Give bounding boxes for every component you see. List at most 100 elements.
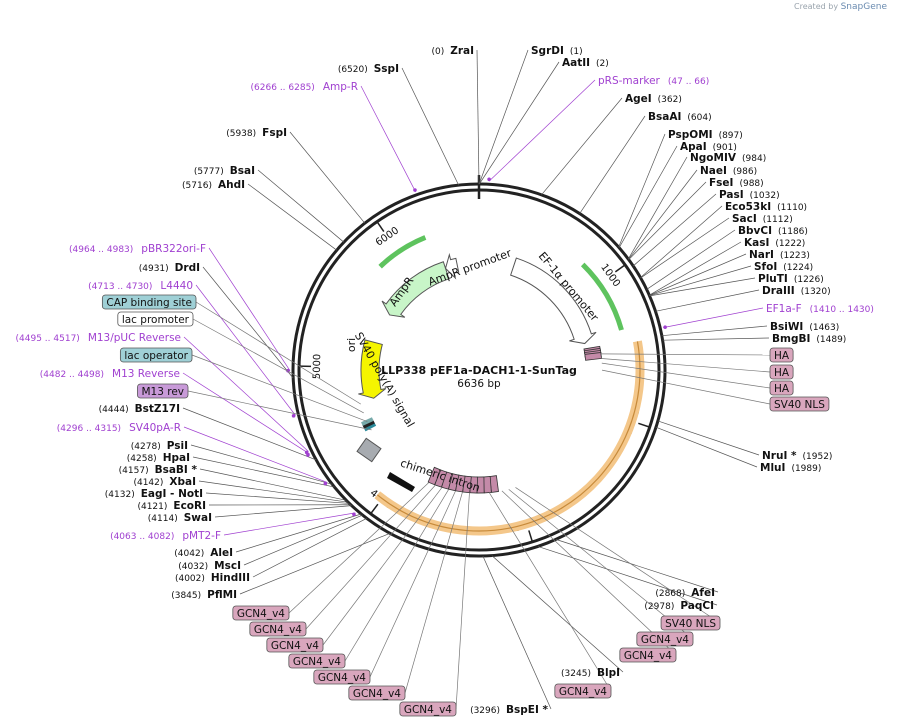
site-name: SfoI <box>754 261 777 273</box>
primer-pmt2-f[interactable]: pMT2-F(4063 .. 4082) <box>110 530 221 542</box>
site-bbvci[interactable]: BbvCI(1186) <box>738 225 808 237</box>
feature-box-m13-rev[interactable]: M13 rev <box>137 383 189 399</box>
site-fsei[interactable]: FseI(988) <box>709 177 764 189</box>
site-ecori[interactable]: EcoRI(4121) <box>137 500 206 512</box>
site-bmgbi[interactable]: BmgBI(1489) <box>772 333 846 345</box>
site-afei[interactable]: AfeI(2868) <box>655 587 715 599</box>
site-bsai[interactable]: BsaI(5777) <box>194 165 255 177</box>
leader-line <box>202 266 294 379</box>
site-ngomiv[interactable]: NgoMIV(984) <box>690 152 766 164</box>
site-pspomi[interactable]: PspOMI(897) <box>668 129 743 141</box>
site-drdi[interactable]: DrdI(4931) <box>139 262 200 274</box>
leader-line <box>508 489 694 640</box>
feature-box-ha[interactable]: HA <box>769 347 794 363</box>
primer-m13-reverse[interactable]: M13 Reverse(4482 .. 4498) <box>40 368 180 380</box>
feature-box-sv40-nls[interactable]: SV40 NLS <box>769 396 830 412</box>
feature-box-ha[interactable]: HA <box>769 380 794 396</box>
site-draiii[interactable]: DraIII(1320) <box>762 285 831 297</box>
ampr-promoter-arrow <box>444 252 460 280</box>
site-name: PsiI <box>167 440 188 452</box>
leader-line <box>662 337 770 341</box>
site-pluti[interactable]: PluTI(1226) <box>758 273 824 285</box>
feature-box-label: SV40 NLS <box>665 618 716 630</box>
site-mlui[interactable]: MluI(1989) <box>760 462 821 474</box>
site-sfoi[interactable]: SfoI(1224) <box>754 261 813 273</box>
feature-box-cap-binding-site[interactable]: CAP binding site <box>101 294 197 310</box>
feature-box-sv40-nls[interactable]: SV40 NLS <box>660 615 721 631</box>
site-sgrdi[interactable]: SgrDI(1) <box>531 45 583 57</box>
site-name: EcoRI <box>173 500 206 512</box>
site-name: DrdI <box>175 262 200 274</box>
feature-box-bg <box>117 311 194 327</box>
feature-box-gcn4-v4[interactable]: GCN4_v4 <box>288 653 346 669</box>
site-eagi-noti[interactable]: EagI - NotI(4132) <box>105 488 203 500</box>
leader-line <box>491 555 624 673</box>
site-apai[interactable]: ApaI(901) <box>680 141 737 153</box>
site-zrai[interactable]: ZraI(0) <box>431 45 474 57</box>
feature-box-gcn4-v4[interactable]: GCN4_v4 <box>554 683 612 699</box>
site-psii[interactable]: PsiI(4278) <box>131 440 188 452</box>
primer-mark <box>663 325 667 329</box>
feature-box-bg <box>119 347 193 363</box>
site-hindiii[interactable]: HindIII(4002) <box>175 572 250 584</box>
feature-box-gcn4-v4[interactable]: GCN4_v4 <box>232 605 290 621</box>
feature-box-gcn4-v4[interactable]: GCN4_v4 <box>266 637 324 653</box>
plasmid-length: 6636 bp <box>457 378 501 390</box>
leader-line <box>243 514 363 566</box>
feature-box-gcn4-v4[interactable]: GCN4_v4 <box>636 631 694 647</box>
primer-coord: (4964 .. 4983) <box>69 245 133 255</box>
site-bsaai[interactable]: BsaAI(604) <box>648 111 712 123</box>
feature-box-gcn4-v4[interactable]: GCN4_v4 <box>348 685 406 701</box>
site-bstz17i[interactable]: BstZ17I(4444) <box>99 403 180 415</box>
primer-pbr322ori-f[interactable]: pBR322ori-F(4964 .. 4983) <box>69 243 206 255</box>
primer-m13-puc-reverse[interactable]: M13/pUC Reverse(4495 .. 4517) <box>16 332 181 344</box>
feature-box-lac-operator[interactable]: lac operator <box>119 347 193 363</box>
leader-line <box>661 325 768 337</box>
site-coord: (6520) <box>338 65 368 75</box>
site-coord: (1463) <box>809 323 839 333</box>
site-swai[interactable]: SwaI(4114) <box>148 512 212 524</box>
site-bsiwi[interactable]: BsiWI(1463) <box>770 321 839 333</box>
primer-prs-marker[interactable]: pRS-marker(47 .. 66) <box>598 75 709 87</box>
site-coord: (362) <box>658 95 682 105</box>
site-bsabi[interactable]: BsaBI *(4157) <box>119 464 198 476</box>
site-ahdi[interactable]: AhdI(5716) <box>182 179 245 191</box>
site-aatii[interactable]: AatII(2) <box>562 57 609 69</box>
site-fspi[interactable]: FspI(5938) <box>226 127 287 139</box>
site-alei[interactable]: AleI(4042) <box>174 547 233 559</box>
ampr-arrow <box>381 261 450 318</box>
site-bspei[interactable]: BspEI *(3296) <box>470 704 548 716</box>
feature-box-gcn4-v4[interactable]: GCN4_v4 <box>313 669 371 685</box>
feature-box-gcn4-v4[interactable]: GCN4_v4 <box>249 621 307 637</box>
site-naei[interactable]: NaeI(986) <box>700 165 757 177</box>
site-blpi[interactable]: BlpI(3245) <box>561 667 620 679</box>
feature-box-label: GCN4_v4 <box>404 704 452 716</box>
site-nari[interactable]: NarI(1223) <box>749 249 810 261</box>
site-pasi[interactable]: PasI(1032) <box>719 189 780 201</box>
primer-name: Amp-R <box>323 81 358 93</box>
site-eco53ki[interactable]: Eco53kI(1110) <box>725 201 807 213</box>
site-agei[interactable]: AgeI(362) <box>625 93 682 105</box>
site-pflmi[interactable]: PflMI(3845) <box>171 589 237 601</box>
site-saci[interactable]: SacI(1112) <box>732 213 793 225</box>
site-nrui[interactable]: NruI *(1952) <box>762 450 832 462</box>
primer-sv40pa-r[interactable]: SV40pA-R(4296 .. 4315) <box>57 422 181 434</box>
feature-box-bg <box>288 653 346 669</box>
primer-ef1a-f[interactable]: EF1a-F(1410 .. 1430) <box>766 303 874 315</box>
site-sspi[interactable]: SspI(6520) <box>338 63 399 75</box>
site-paqci[interactable]: PaqCI(2978) <box>644 600 714 612</box>
site-name: EagI - NotI <box>141 488 203 500</box>
feature-box-lac-promoter[interactable]: lac promoter <box>117 311 194 327</box>
site-xbai[interactable]: XbaI(4142) <box>133 476 196 488</box>
feature-box-gcn4-v4[interactable]: GCN4_v4 <box>619 647 677 663</box>
feature-box-ha[interactable]: HA <box>769 364 794 380</box>
site-coord: (901) <box>713 143 737 153</box>
site-name: PluTI <box>758 273 788 285</box>
site-kasi[interactable]: KasI(1222) <box>744 237 805 249</box>
feature-box-gcn4-v4[interactable]: GCN4_v4 <box>399 701 457 717</box>
site-msci[interactable]: MscI(4032) <box>178 560 241 572</box>
site-hpai[interactable]: HpaI(4258) <box>127 452 190 464</box>
primer-l4440[interactable]: L4440(4713 .. 4730) <box>88 280 193 292</box>
primer-amp-r[interactable]: Amp-R(6266 .. 6285) <box>251 81 358 93</box>
